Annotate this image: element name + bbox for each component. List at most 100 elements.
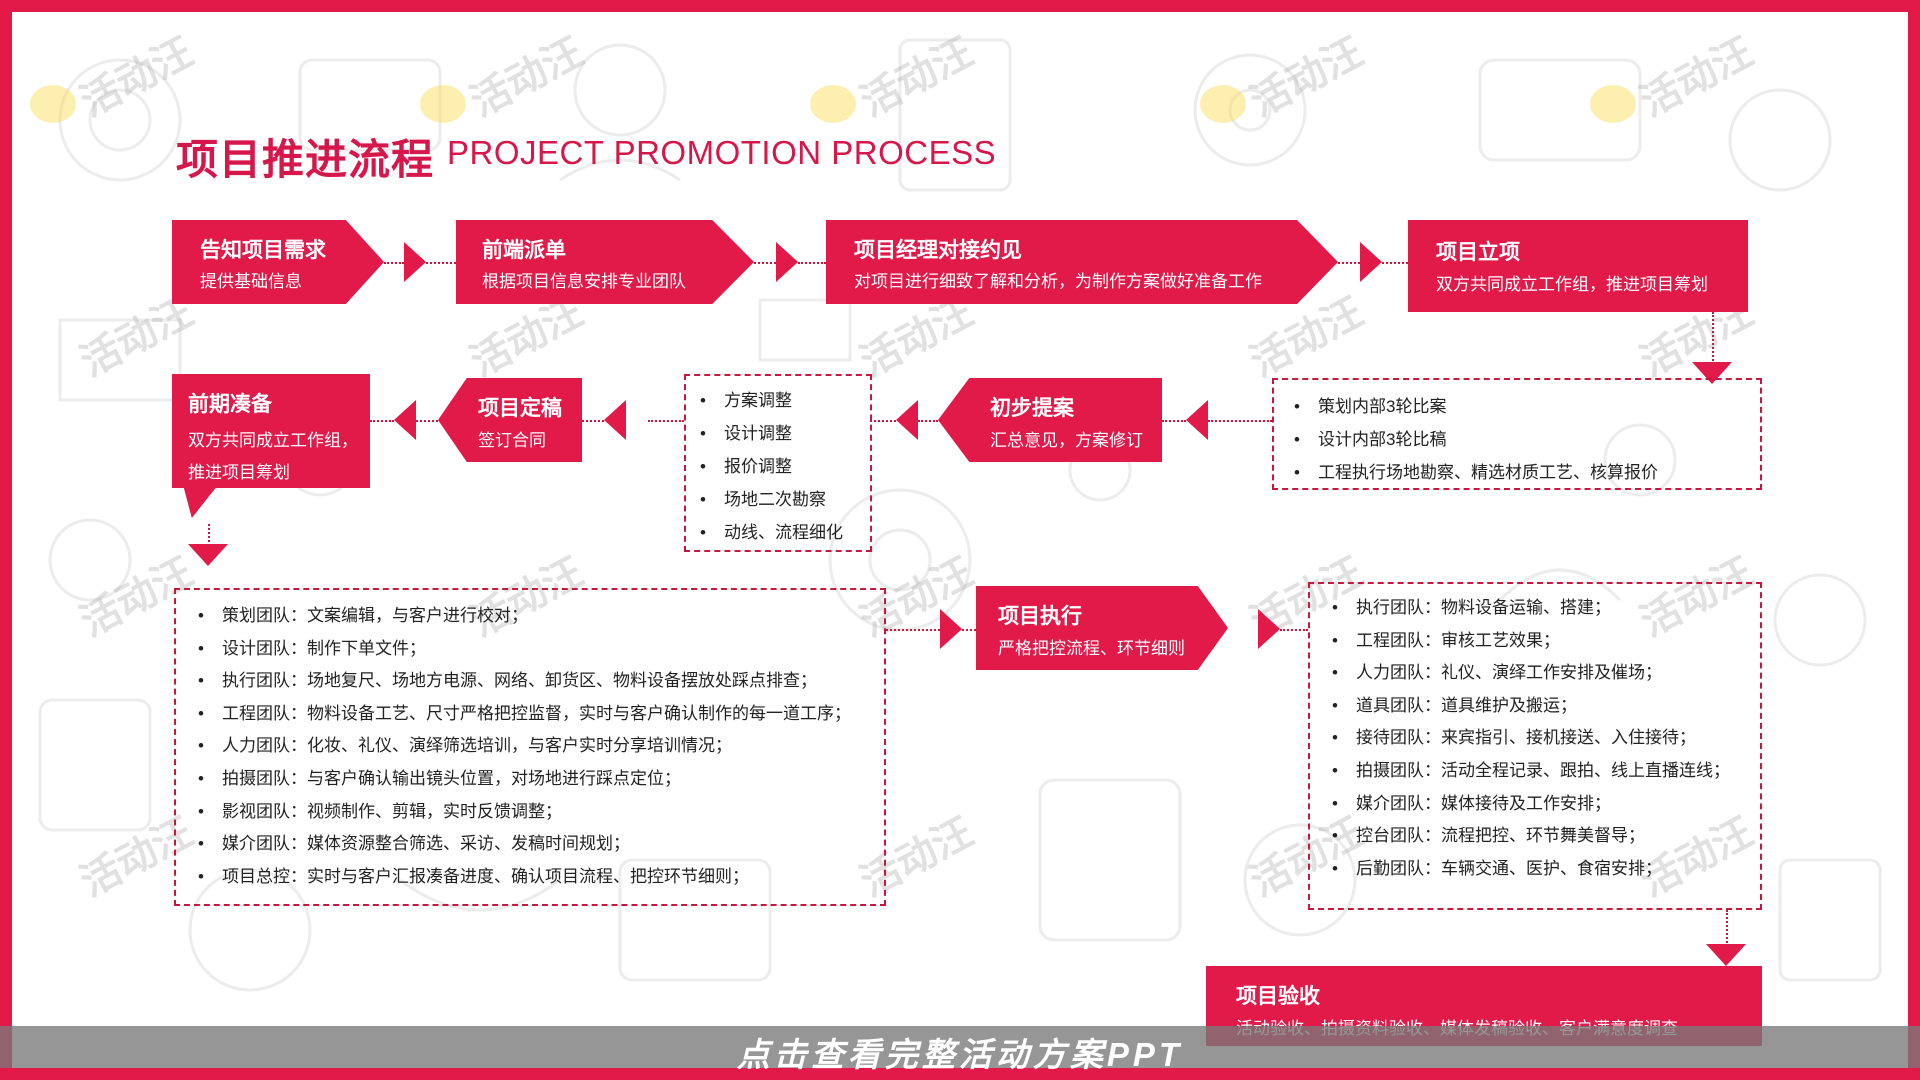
exec-teams-list: 执行团队：物料设备运输、搭建； 工程团队：审核工艺效果； 人力团队：礼仪、演绎工… [1328,592,1730,885]
connector-dots [1712,312,1714,364]
connector-dots [1382,262,1408,264]
step-subtitle: 签订合同 [478,431,546,450]
step-title: 项目立项 [1436,241,1520,264]
list-item: 媒介团队：媒体资源整合筛选、采访、发稿时间规划； [194,828,851,861]
list-item: 执行团队：场地复尺、场地方电源、网络、卸货区、物料设备摆放处踩点排查； [194,665,851,698]
adjust-list: 方案调整 设计调整 报价调整 场地二次勘察 动线、流程细化 [696,384,843,549]
step-dispatch: 前端派单 根据项目信息安排专业团队 [456,220,754,304]
arrow-down-icon [188,544,228,566]
watermark-logo-icon [30,85,76,123]
connector-dots [1280,629,1308,631]
arrow-left-icon [394,400,416,440]
connector-dots [1162,420,1186,422]
connector-dots [754,262,776,264]
arrow-right-icon [1258,609,1280,649]
list-item: 拍摄团队：与客户确认输出镜头位置，对场地进行踩点定位； [194,763,851,796]
connector-dots [870,420,896,422]
page-title-english: PROJECT PROMOTION PROCESS [447,134,997,171]
step-subtitle: 根据项目信息安排专业团队 [482,272,686,291]
list-item: 设计内部3轮比稿 [1290,423,1658,456]
frame-left-border [0,0,12,1080]
step-title: 告知项目需求 [200,239,326,262]
watermark-logo-icon [1200,85,1246,123]
connector-dots [582,420,604,422]
list-item: 影视团队：视频制作、剪辑，实时反馈调整； [194,796,851,829]
list-item: 接待团队：来宾指引、接机接送、入住接待； [1328,722,1730,755]
page-title: 项目推进流程 [176,136,435,183]
list-item: 报价调整 [696,450,843,483]
frame-right-border [1908,0,1920,1080]
frame-bottom-border [0,1068,1920,1080]
step-subtitle: 对项目进行细致了解和分析，为制作方案做好准备工作 [854,272,1262,291]
list-item: 人力团队：礼仪、演绎工作安排及催场； [1328,657,1730,690]
list-item: 执行团队：物料设备运输、搭建； [1328,592,1730,625]
watermark-logo-icon [810,85,856,123]
adjust-list-box: 方案调整 设计调整 报价调整 场地二次勘察 动线、流程细化 [684,374,872,552]
arrow-right-icon [940,609,962,649]
step-title: 项目验收 [1236,985,1320,1008]
list-item: 场地二次勘察 [696,483,843,516]
step-title: 前期凑备 [188,393,272,416]
list-item: 策划内部3轮比案 [1290,390,1658,423]
arrow-right-icon [404,242,426,282]
list-item: 方案调整 [696,384,843,417]
connector-dots [648,420,684,422]
planning-list: 策划内部3轮比案 设计内部3轮比稿 工程执行场地勘察、精选材质工艺、核算报价 [1290,390,1658,489]
list-item: 工程执行场地勘察、精选材质工艺、核算报价 [1290,456,1658,489]
step-title: 初步提案 [990,397,1074,420]
connector-dots [1208,420,1272,422]
arrow-right-icon [1360,242,1382,282]
list-item: 后勤团队：车辆交通、医护、食宿安排； [1328,853,1730,886]
prep-teams-list: 策划团队：文案编辑，与客户进行校对； 设计团队：制作下单文件； 执行团队：场地复… [194,600,851,893]
connector-dots [426,262,456,264]
exec-teams-box: 执行团队：物料设备运输、搭建； 工程团队：审核工艺效果； 人力团队：礼仪、演绎工… [1308,582,1762,910]
list-item: 动线、流程细化 [696,516,843,549]
list-item: 媒介团队：媒体接待及工作安排； [1328,788,1730,821]
connector-dots [798,262,826,264]
step-subtitle: 提供基础信息 [200,272,302,291]
connector-dots [886,629,940,631]
arrow-down-icon [1706,944,1746,966]
watermark-logo-icon [420,85,466,123]
step-notify: 告知项目需求 提供基础信息 [172,220,384,304]
step-subtitle: 严格把控流程、环节细则 [998,639,1185,658]
arrow-left-icon [896,400,918,440]
connector-dots [1338,262,1360,264]
planning-list-box: 策划内部3轮比案 设计内部3轮比稿 工程执行场地勘察、精选材质工艺、核算报价 [1272,378,1762,490]
step-title: 前端派单 [482,239,566,262]
list-item: 工程团队：物料设备工艺、尺寸严格把控监督，实时与客户确认制作的每一道工序； [194,698,851,731]
list-item: 设计团队：制作下单文件； [194,633,851,666]
connector-dots [416,420,438,422]
list-item: 道具团队：道具维护及搬运； [1328,690,1730,723]
frame-top-border [0,0,1920,12]
step-final: 项目定稿 签订合同 [438,378,582,462]
connector-dots [918,420,938,422]
list-item: 控台团队：流程把控、环节舞美督导； [1328,820,1730,853]
arrow-right-icon [776,242,798,282]
connector-dots [208,524,210,546]
list-item: 工程团队：审核工艺效果； [1328,625,1730,658]
step-subtitle: 推进项目筹划 [188,463,290,482]
connector-dots [370,420,394,422]
list-item: 策划团队：文案编辑，与客户进行校对； [194,600,851,633]
step-subtitle: 双方共同成立工作组， [188,431,358,450]
bottom-banner[interactable] [0,1026,1920,1068]
step-execution: 项目执行 严格把控流程、环节细则 [976,586,1228,670]
step-subtitle: 双方共同成立工作组，推进项目筹划 [1436,275,1708,294]
connector-dots [384,262,404,264]
list-item: 拍摄团队：活动全程记录、跟拍、线上直播连线； [1328,755,1730,788]
list-item: 人力团队：化妆、礼仪、演绎筛选培训，与客户实时分享培训情况； [194,730,851,763]
step-pm-meeting: 项目经理对接约见 对项目进行细致了解和分析，为制作方案做好准备工作 [826,220,1338,304]
list-item: 设计调整 [696,417,843,450]
connector-dots [962,629,976,631]
connector-dots [1726,910,1728,946]
step-title: 项目定稿 [478,397,562,420]
view-full-ppt-link[interactable]: 点击查看完整活动方案PPT [736,1036,1184,1073]
step-prelim: 初步提案 汇总意见，方案修订 [938,378,1162,462]
prep-teams-box: 策划团队：文案编辑，与客户进行校对； 设计团队：制作下单文件； 执行团队：场地复… [174,588,886,906]
list-item: 项目总控：实时与客户汇报凑备进度、确认项目流程、把控环节细则； [194,861,851,894]
watermark-logo-icon [1590,85,1636,123]
arrow-left-icon [1186,400,1208,440]
arrow-left-icon [604,400,626,440]
